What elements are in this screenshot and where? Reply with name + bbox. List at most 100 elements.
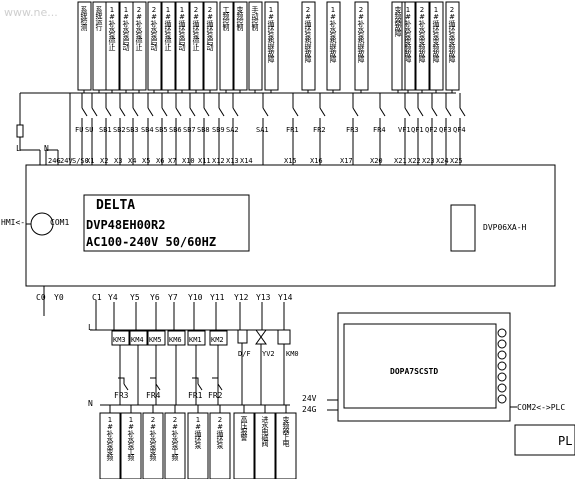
fr-contact [212, 377, 223, 391]
input-terminal-label: X17 [340, 157, 353, 165]
input-terminal-label: X21 [394, 157, 407, 165]
display-led [497, 394, 507, 404]
fr-contact [150, 377, 161, 391]
contact-label: SB3 [126, 126, 139, 134]
display-led [497, 350, 507, 360]
l-label: L [16, 144, 21, 153]
top-label-text: 2#补水泵变频故障 [418, 6, 426, 62]
top-label-text: 2#循环泵变频故障 [448, 6, 456, 62]
input-terminal-label: X3 [114, 157, 122, 165]
com2-label: COM2<->PLC [517, 403, 566, 412]
bottom-label-box [187, 412, 209, 479]
output-terminal-label: Y10 [188, 293, 203, 302]
supply-24g-label: 24G [302, 405, 317, 414]
top-label-text: 2#循环泵启动 [206, 6, 214, 50]
bottom-label-text: 2#补水泵工频 [171, 416, 179, 460]
l-label-bottom: L [88, 323, 93, 332]
bottom-label-text: 1#补水泵变频 [106, 416, 114, 460]
top-label-boxes [77, 1, 460, 93]
df-box [237, 329, 248, 344]
contact-label: SB9 [212, 126, 225, 134]
input-terminal-label: X11 [198, 157, 211, 165]
top-label-text: 变频控制 [236, 6, 244, 30]
bottom-label-boxes [99, 405, 297, 479]
display-led [497, 372, 507, 382]
input-terminal-label: X20 [370, 157, 383, 165]
bottom-label-text: 2#循环泵 [216, 416, 224, 448]
input-terminal-label: X10 [182, 157, 195, 165]
contact-label: SB4 [141, 126, 154, 134]
fr-contact [118, 377, 129, 391]
input-terminal-label: 24V [60, 157, 73, 165]
contact-label: SB7 [183, 126, 196, 134]
bottom-label-box [99, 412, 121, 479]
output-terminal-label: Y5 [130, 293, 140, 302]
bottom-label-box [233, 412, 255, 479]
contact-label: FU [75, 126, 83, 134]
plc-brand: DELTA [96, 198, 136, 213]
top-label-text: 1#循环泵停止 [164, 6, 172, 50]
device-label: D/F [238, 350, 251, 358]
input-terminal-label: X2 [100, 157, 108, 165]
display-led [497, 328, 507, 338]
bottom-label-box [142, 412, 164, 479]
display-outer [337, 312, 511, 422]
top-label-text: 2#循环泵热继故障 [304, 6, 312, 62]
contact-label: SB6 [169, 126, 182, 134]
fr-contact [192, 377, 203, 391]
top-label-text: 1#补水泵启动 [122, 6, 130, 50]
output-terminal-label: C0 [36, 293, 46, 302]
fr-label: FR3 [114, 391, 129, 400]
top-label-text: 2#补水泵启动 [150, 6, 158, 50]
expansion-label: DVP06XA-H [483, 223, 527, 232]
contact-label: FR2 [313, 126, 326, 134]
coil-label: KM2 [211, 336, 224, 344]
top-label-text: 2#循环泵停止 [192, 6, 200, 50]
top-label-text: 系统运行 [95, 6, 103, 30]
coil-label: KM5 [149, 336, 162, 344]
contact-label: FR1 [286, 126, 299, 134]
display-screen [343, 323, 497, 409]
top-label-text: 1#循环泵热继故障 [267, 6, 275, 62]
input-terminal-label: X1 [86, 157, 94, 165]
pl-label: PL [558, 434, 573, 448]
output-terminal-label: Y14 [278, 293, 293, 302]
bottom-label-text: 1#补水泵工频 [127, 416, 135, 460]
top-label-text: 工频控制 [222, 6, 230, 30]
valve-symbol [255, 329, 267, 345]
contact-label: QF2 [425, 126, 438, 134]
coil-label: KM3 [113, 336, 126, 344]
input-terminal-label: X22 [408, 157, 421, 165]
input-terminal-label: S/S0 [72, 157, 89, 165]
top-label-text: 1#循环泵启动 [178, 6, 186, 50]
input-terminal-label: X15 [284, 157, 297, 165]
bottom-label-text: 变频器上电 [282, 416, 290, 446]
output-terminal-label: Y13 [256, 293, 271, 302]
device-label: YV2 [262, 350, 275, 358]
input-terminal-label: X14 [240, 157, 253, 165]
coil-label: KM1 [189, 336, 202, 344]
contact-label: SU [85, 126, 93, 134]
coil-label: KM4 [131, 336, 144, 344]
input-terminal-label: 24G [48, 157, 61, 165]
contact-label: FR3 [346, 126, 359, 134]
output-terminal-label: Y11 [210, 293, 225, 302]
contact-label: SB8 [197, 126, 210, 134]
bottom-label-box [275, 412, 297, 479]
bottom-label-text: 进水电磁阀 [261, 416, 269, 446]
bottom-label-box [254, 412, 276, 479]
top-label-text: 系统检测 [80, 6, 88, 30]
contact-label: SA1 [256, 126, 269, 134]
com1-label: COM1 [50, 218, 70, 227]
top-label-text: 1#补水泵变频故障 [404, 6, 412, 62]
output-terminal-label: Y0 [54, 293, 64, 302]
top-label-text: 手动控制 [251, 6, 259, 30]
display-label: DOPA7SCSTD [390, 367, 439, 376]
fr-label: FR4 [146, 391, 161, 400]
watermark-text: www.ne... [4, 6, 58, 19]
plc-model: DVP48EH00R2 [86, 218, 166, 232]
input-terminal-label: X7 [168, 157, 176, 165]
top-label-text: 1#补水泵热继故障 [329, 6, 337, 62]
